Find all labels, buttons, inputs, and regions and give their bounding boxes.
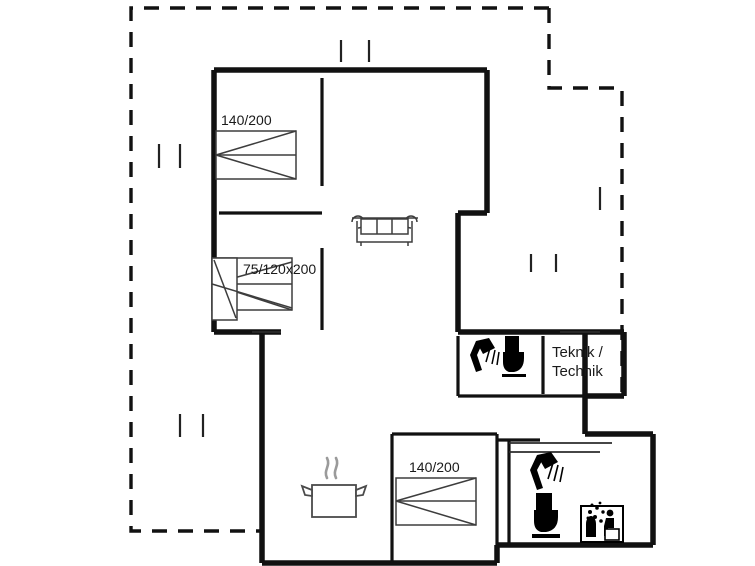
- interior-walls: [219, 78, 585, 563]
- window-ticks: [157, 40, 602, 437]
- sofa-icon: [351, 215, 418, 246]
- technical-room-label-line1: Teknik /: [552, 344, 604, 361]
- bed-label-bunk: 75/120x200: [243, 261, 316, 277]
- shower-icon: [530, 452, 564, 490]
- bed-label-bottom: 140/200: [409, 459, 460, 475]
- shower-icon: [470, 338, 500, 372]
- toilet-icon: [502, 336, 526, 377]
- technical-room-label-line2: Technik: [552, 363, 603, 380]
- terrace-boundary-left: [129, 6, 549, 533]
- bed-bunk-icon: [211, 257, 293, 321]
- toilet-icon: [532, 493, 560, 538]
- bed-label-top: 140/200: [221, 112, 272, 128]
- bed-double-icon: [215, 130, 297, 180]
- bed-double-icon: [395, 477, 477, 526]
- door-openings: [252, 331, 612, 453]
- sauna-icon: [580, 501, 624, 543]
- cooking-pot-icon: [300, 456, 368, 518]
